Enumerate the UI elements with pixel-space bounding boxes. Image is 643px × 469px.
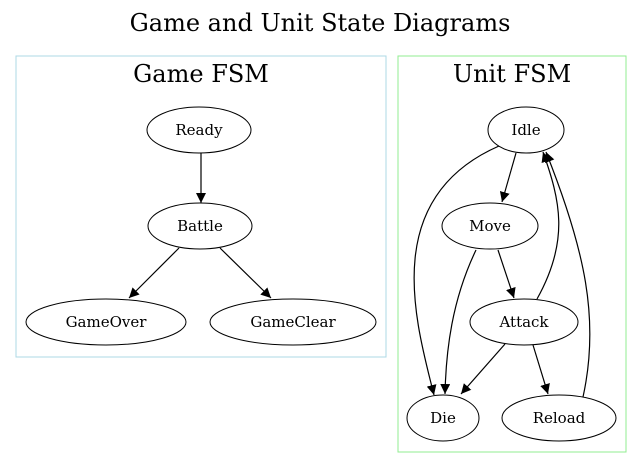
- node-gameclear-label: GameClear: [250, 313, 336, 331]
- cluster-unit-border: [397, 55, 627, 453]
- node-reload: Reload: [501, 394, 617, 442]
- node-gameover: GameOver: [25, 298, 187, 346]
- node-attack-label: Attack: [498, 313, 549, 331]
- node-battle: Battle: [147, 202, 253, 250]
- cluster-game-fsm: Game FSM Ready Battle GameOver GameClear: [15, 55, 387, 358]
- edge-move-die: [440, 249, 477, 395]
- edge-attack-reload: [532, 344, 550, 395]
- node-gameclear: GameClear: [209, 298, 377, 346]
- node-attack: Attack: [469, 298, 579, 346]
- edge-attack-idle: [536, 151, 560, 300]
- node-idle: Idle: [487, 106, 565, 154]
- edge-attack-die: [460, 343, 506, 395]
- edge-idle-die: [413, 145, 500, 396]
- node-die-label: Die: [430, 409, 456, 427]
- edge-battle-gameover: [128, 247, 180, 299]
- node-die: Die: [406, 394, 480, 442]
- cluster-game-label: Game FSM: [133, 60, 269, 88]
- cluster-unit-fsm: Unit FSM Idle Move Attack Die Reload: [397, 55, 627, 453]
- edge-idle-move: [499, 152, 517, 203]
- edge-reload-idle: [545, 151, 591, 398]
- edge-battle-gameclear: [219, 247, 272, 299]
- cluster-unit-label: Unit FSM: [453, 60, 571, 88]
- edge-move-attack: [497, 249, 516, 299]
- cluster-game-border: [15, 55, 387, 358]
- node-ready: Ready: [146, 106, 252, 154]
- diagram-title: Game and Unit State Diagrams: [130, 9, 511, 37]
- node-ready-label: Ready: [175, 121, 223, 139]
- node-gameover-label: GameOver: [66, 313, 148, 331]
- node-battle-label: Battle: [177, 217, 223, 235]
- node-idle-label: Idle: [511, 121, 540, 139]
- node-move: Move: [441, 202, 539, 250]
- node-reload-label: Reload: [533, 409, 586, 427]
- node-move-label: Move: [469, 217, 511, 235]
